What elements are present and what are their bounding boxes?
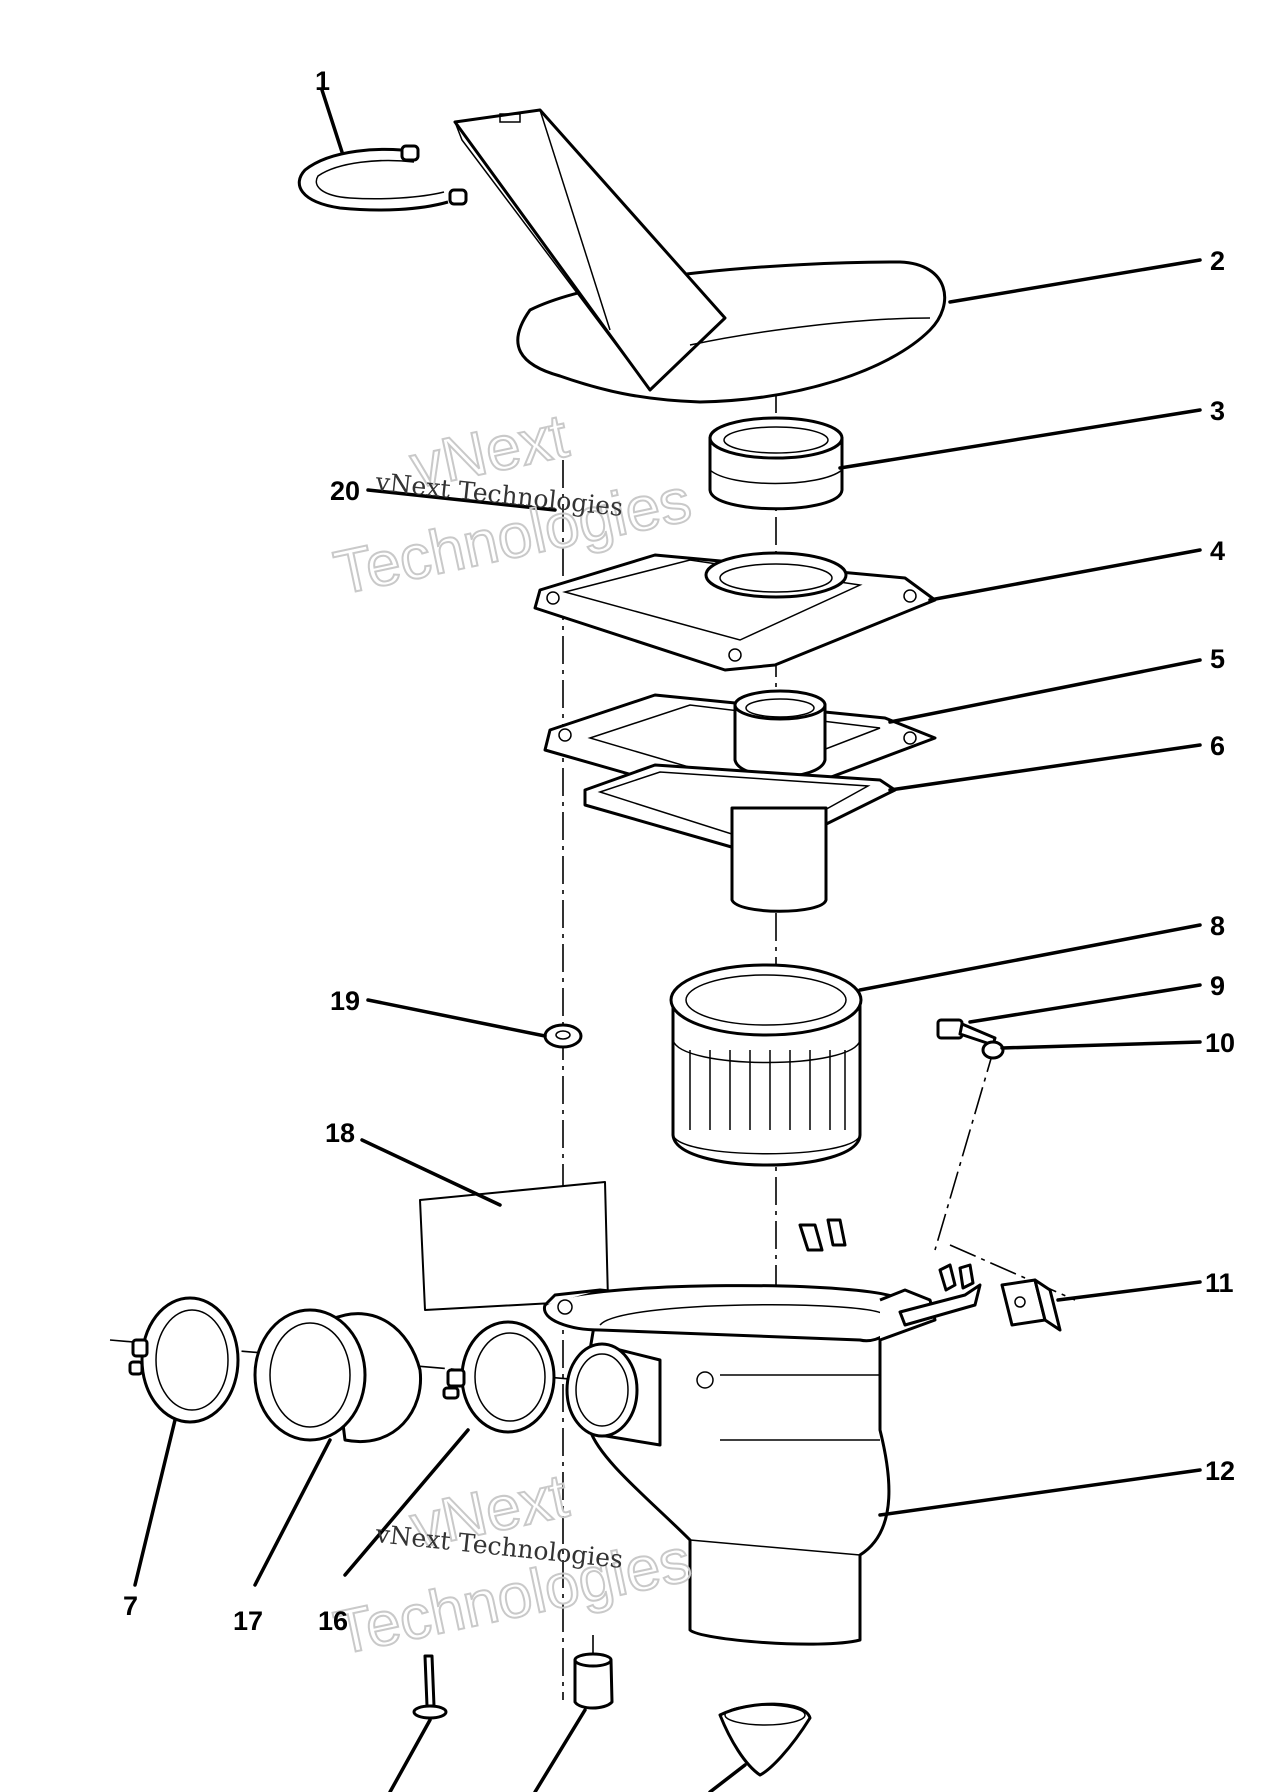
part-10-washer bbox=[981, 1040, 1005, 1060]
callout-18: 18 bbox=[325, 1118, 355, 1148]
part-8-filter-element bbox=[669, 963, 863, 1167]
callout-8: 8 bbox=[1210, 911, 1225, 941]
callout-3: 3 bbox=[1210, 396, 1225, 426]
part-6-gasket bbox=[583, 763, 897, 913]
part-19-washer bbox=[543, 1023, 583, 1049]
airbox-inlet-tube bbox=[565, 1342, 662, 1447]
callout-5: 5 bbox=[1210, 644, 1225, 674]
callout-2: 2 bbox=[1210, 246, 1225, 276]
callout-4: 4 bbox=[1210, 536, 1225, 566]
callout-19: 19 bbox=[330, 986, 360, 1016]
part-7-clamp bbox=[128, 1296, 240, 1424]
part-2-intake-cover bbox=[453, 108, 947, 404]
callout-6: 6 bbox=[1210, 731, 1225, 761]
bottom-drain-valve bbox=[718, 1702, 812, 1777]
callout-9: 9 bbox=[1210, 971, 1225, 1001]
part-12-airbox bbox=[543, 1218, 982, 1646]
part-9-bolt bbox=[936, 1018, 997, 1047]
callout-1: 1 bbox=[315, 66, 330, 96]
callout-17: 17 bbox=[233, 1606, 263, 1636]
callout-numbers: 1 2 3 4 5 6 8 9 10 11 12 20 19 18 7 17 1… bbox=[123, 66, 1235, 1636]
callout-11: 11 bbox=[1205, 1268, 1234, 1298]
part-3-collar bbox=[708, 416, 844, 511]
callout-7: 7 bbox=[123, 1591, 138, 1621]
callout-16: 16 bbox=[318, 1606, 348, 1636]
part-16-clamp bbox=[442, 1320, 556, 1434]
callout-20: 20 bbox=[330, 476, 360, 506]
leader-lines bbox=[133, 88, 1202, 1792]
part-1-clamp bbox=[297, 144, 468, 212]
callout-10: 10 bbox=[1205, 1028, 1235, 1058]
bottom-screw bbox=[412, 1654, 448, 1720]
part-4-top-plate bbox=[533, 551, 937, 672]
part-11-clip bbox=[1000, 1278, 1062, 1332]
bottom-grommet bbox=[573, 1652, 614, 1710]
callout-12: 12 bbox=[1205, 1456, 1235, 1486]
part-17-duct-sleeve bbox=[253, 1308, 423, 1443]
